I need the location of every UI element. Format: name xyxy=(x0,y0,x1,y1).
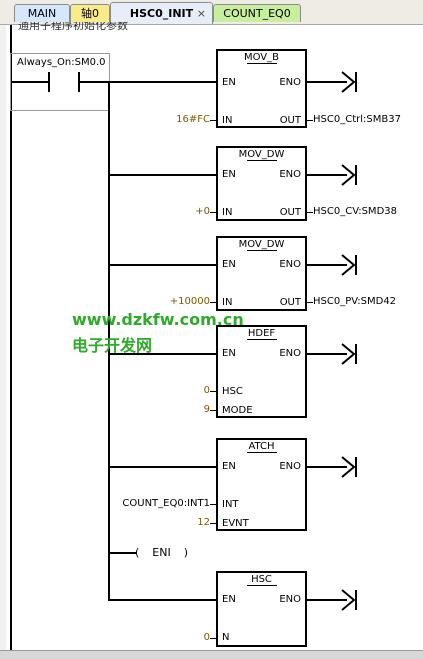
horizontal-scrollbar[interactable] xyxy=(0,650,423,659)
eno-line-5 xyxy=(307,466,347,468)
operand-tick xyxy=(210,523,216,524)
operand-tick xyxy=(307,302,313,303)
output-arrow-icon xyxy=(341,254,357,276)
block-hsc[interactable]: HSC EN ENO N xyxy=(216,571,307,647)
operand-tick xyxy=(210,302,216,303)
output-arrow-icon xyxy=(341,71,357,93)
pin-eno: ENO xyxy=(279,169,301,180)
pin-mode: MODE xyxy=(222,405,253,416)
operand-in[interactable]: +10000 xyxy=(169,296,210,307)
block-title: MOV_B xyxy=(218,52,305,64)
operand-tick xyxy=(210,212,216,213)
pin-out: OUT xyxy=(279,115,301,126)
operand-tick xyxy=(307,120,313,121)
rung-line-4 xyxy=(108,353,216,355)
pin-eno: ENO xyxy=(279,259,301,270)
operand-in[interactable]: 16#FC xyxy=(176,114,210,125)
left-power-rail xyxy=(10,25,12,658)
pin-out: OUT xyxy=(279,297,301,308)
operand-tick xyxy=(210,638,216,639)
pin-en: EN xyxy=(222,169,236,180)
output-arrow-icon xyxy=(341,589,357,611)
tab-axis0[interactable]: 轴0 xyxy=(70,4,110,22)
tab-main[interactable]: MAIN xyxy=(14,4,70,22)
contact-label: Always_On:SM0.0 xyxy=(17,57,106,68)
coil-open-paren: ( xyxy=(135,546,140,559)
rung-line-eni xyxy=(108,552,136,554)
operand-tick xyxy=(210,391,216,392)
operand-evnt[interactable]: 12 xyxy=(197,517,210,528)
rung-line-3 xyxy=(108,264,216,266)
output-arrow-icon xyxy=(341,343,357,365)
watermark-name: 电子开发网 xyxy=(72,336,153,355)
editor-gutter xyxy=(0,25,6,658)
rung-line-5 xyxy=(108,466,216,468)
pin-evnt: EVNT xyxy=(222,518,249,529)
block-mov-dw-cv[interactable]: MOV_DW EN ENO IN OUT xyxy=(216,146,307,221)
operand-tick xyxy=(210,504,216,505)
branch-bus-line xyxy=(108,81,110,600)
tab-hsc0-init-label: HSC0_INIT xyxy=(129,7,194,20)
eno-line-3 xyxy=(307,264,347,266)
block-title: HSC xyxy=(218,574,305,586)
operand-out[interactable]: HSC0_PV:SMD42 xyxy=(313,296,397,307)
coil-close-paren: ) xyxy=(183,546,189,559)
normally-open-contact[interactable] xyxy=(10,70,120,100)
block-title: HDEF xyxy=(218,328,305,340)
pin-eno: ENO xyxy=(279,594,301,605)
operand-tick xyxy=(210,120,216,121)
eni-coil[interactable]: ( ENI ) xyxy=(135,546,188,559)
rung-line-6 xyxy=(108,599,216,601)
block-title: ATCH xyxy=(218,441,305,453)
pin-eno: ENO xyxy=(279,77,301,88)
operand-mode[interactable]: 9 xyxy=(203,404,210,415)
eni-label: ENI xyxy=(152,546,171,559)
pin-out: OUT xyxy=(279,207,301,218)
pin-en: EN xyxy=(222,461,236,472)
editor-tab-bar: MAIN 轴0 HSC0_INIT × COUNT_EQ0 xyxy=(0,0,423,25)
pin-in: IN xyxy=(222,115,233,126)
block-atch[interactable]: ATCH EN ENO INT EVNT xyxy=(216,438,307,531)
operand-tick xyxy=(307,212,313,213)
operand-n[interactable]: 0 xyxy=(203,632,210,643)
rung-line-2 xyxy=(108,174,216,176)
operand-int[interactable]: COUNT_EQ0:INT1 xyxy=(122,498,210,509)
watermark-url: www.dzkfw.com.cn xyxy=(72,310,244,329)
pin-hsc: HSC xyxy=(222,386,243,397)
pin-n: N xyxy=(222,632,230,643)
output-arrow-icon xyxy=(341,164,357,186)
operand-tick xyxy=(210,410,216,411)
pin-en: EN xyxy=(222,77,236,88)
pin-int: INT xyxy=(222,499,239,510)
operand-out[interactable]: HSC0_CV:SMD38 xyxy=(313,206,397,217)
tab-count-eq0[interactable]: COUNT_EQ0 xyxy=(213,4,301,22)
operand-out[interactable]: HSC0_Ctrl:SMB37 xyxy=(313,114,401,125)
tab-hsc0-init[interactable]: HSC0_INIT × xyxy=(110,2,213,24)
pin-in: IN xyxy=(222,207,233,218)
close-tab-icon[interactable]: × xyxy=(196,7,206,20)
pin-eno: ENO xyxy=(279,461,301,472)
operand-hsc[interactable]: 0 xyxy=(203,385,210,396)
eno-line-4 xyxy=(307,353,347,355)
eno-line-1 xyxy=(307,81,347,83)
pin-eno: ENO xyxy=(279,348,301,359)
pin-en: EN xyxy=(222,348,236,359)
block-title: MOV_DW xyxy=(218,239,305,251)
eno-line-6 xyxy=(307,599,347,601)
rung-line-1 xyxy=(108,81,216,83)
block-hdef[interactable]: HDEF EN ENO HSC MODE xyxy=(216,325,307,418)
block-mov-dw-pv[interactable]: MOV_DW EN ENO IN OUT xyxy=(216,236,307,311)
network-comment: 通用子程序初始化参数 xyxy=(18,22,128,30)
output-arrow-icon xyxy=(341,456,357,478)
pin-in: IN xyxy=(222,297,233,308)
block-mov-b[interactable]: MOV_B EN ENO IN OUT xyxy=(216,49,307,128)
block-title: MOV_DW xyxy=(218,149,305,161)
pin-en: EN xyxy=(222,594,236,605)
pin-en: EN xyxy=(222,259,236,270)
operand-in[interactable]: +0 xyxy=(195,206,210,217)
eno-line-2 xyxy=(307,174,347,176)
